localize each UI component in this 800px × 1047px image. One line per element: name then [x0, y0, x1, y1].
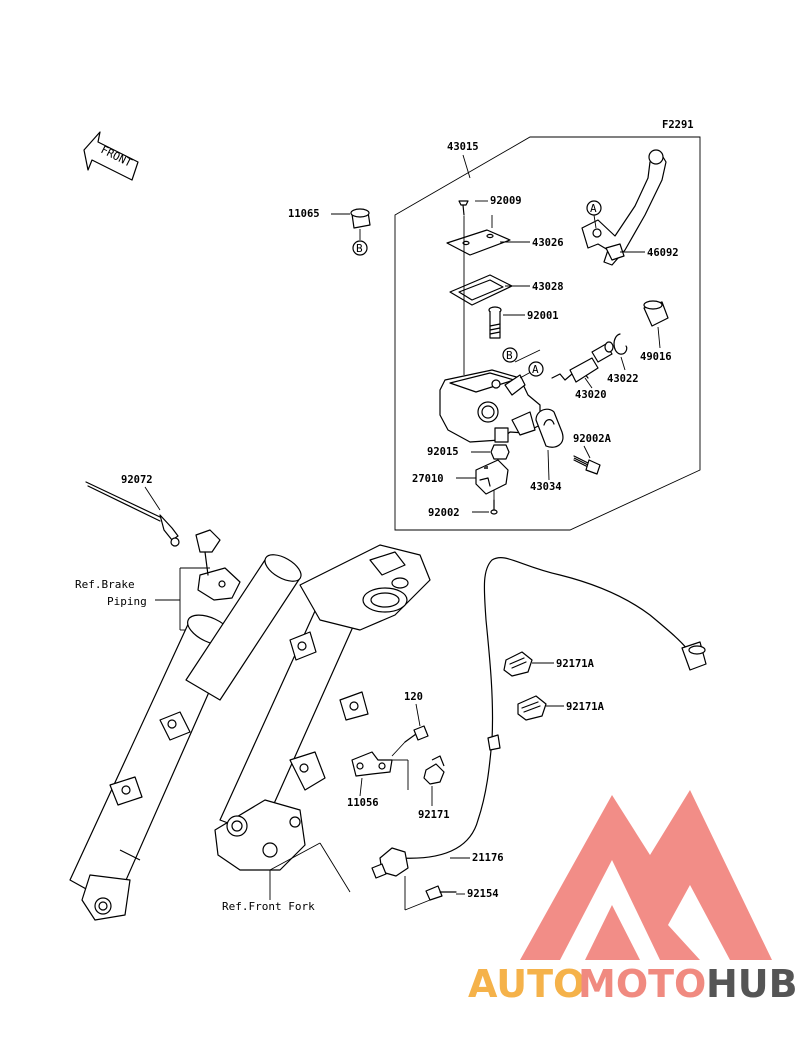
watermark-moto: MOTO [578, 962, 706, 1006]
cap-11065 [350, 208, 371, 229]
part-92171A-2: 92171A [566, 701, 605, 713]
part-43020: 43020 [575, 389, 607, 401]
watermark-hub: HUB [706, 962, 798, 1006]
bracket-11056 [351, 751, 393, 777]
reservoir-cap-43026 [446, 229, 511, 256]
front-arrow-icon: FRONT [83, 131, 139, 181]
group-outline [394, 136, 701, 531]
part-92015: 92015 [427, 446, 459, 458]
part-21176: 21176 [472, 852, 504, 864]
part-92002: 92002 [428, 507, 460, 519]
clamp-bolt-92002A [573, 455, 601, 475]
watermark-text: AUTO MOTO HUB [468, 962, 798, 1006]
watermark-logo [520, 790, 772, 960]
bolt-120 [404, 725, 429, 743]
part-92154: 92154 [467, 888, 499, 900]
part-43015: 43015 [447, 141, 479, 153]
part-43028: 43028 [532, 281, 564, 293]
marker-a-lever: A [586, 200, 602, 216]
part-27010: 27010 [412, 473, 444, 485]
watermark-auto: AUTO [468, 962, 585, 1006]
part-11065: 11065 [288, 208, 320, 220]
clamp-43034 [535, 408, 564, 448]
front-fork [69, 544, 431, 921]
ref-front-fork: Ref.Front Fork [222, 900, 315, 913]
brake-switch-27010 [475, 459, 509, 495]
screw-92002 [490, 499, 498, 515]
figure-code: F2291 [662, 119, 694, 131]
circlip-43022 [613, 333, 628, 355]
ref-brake-piping-line2: Piping [107, 595, 147, 608]
piston-43020 [551, 341, 614, 383]
master-cylinder-body [439, 369, 541, 443]
svg-text:B: B [506, 349, 513, 362]
ref-brake-piping-line1: Ref.Brake [75, 578, 135, 591]
part-92001: 92001 [527, 310, 559, 322]
marker-b-cap: B [352, 240, 368, 256]
marker-a-cylinder: A [528, 361, 544, 377]
pivot-bolt-92001 [488, 306, 502, 339]
part-92072: 92072 [121, 474, 153, 486]
nut-92015 [490, 444, 510, 460]
svg-text:A: A [590, 202, 597, 215]
brake-lever-46092 [581, 149, 667, 266]
part-43026: 43026 [532, 237, 564, 249]
part-43034: 43034 [530, 481, 562, 493]
marker-b-cylinder: B [502, 347, 518, 363]
part-92009: 92009 [490, 195, 522, 207]
screw-92009 [458, 200, 469, 216]
cable-clamp-92171A-2 [517, 695, 547, 721]
part-92002A: 92002A [573, 433, 612, 445]
cable-clamp-92171A-1 [503, 651, 533, 677]
clamp-92171 [423, 755, 445, 785]
boot-49016 [643, 300, 669, 327]
svg-text:B: B [356, 242, 363, 255]
part-49016: 49016 [640, 351, 672, 363]
sensor-cable-21176 [371, 557, 707, 879]
part-43022: 43022 [607, 373, 639, 385]
bolt-92154 [425, 885, 457, 901]
part-92171A-1: 92171A [556, 658, 595, 670]
hose-92072 [85, 481, 180, 547]
svg-text:A: A [532, 363, 539, 376]
part-11056: 11056 [347, 797, 379, 809]
part-92171: 92171 [418, 809, 450, 821]
part-120: 120 [404, 691, 423, 703]
diaphragm-43028 [449, 274, 513, 306]
part-46092: 46092 [647, 247, 679, 259]
